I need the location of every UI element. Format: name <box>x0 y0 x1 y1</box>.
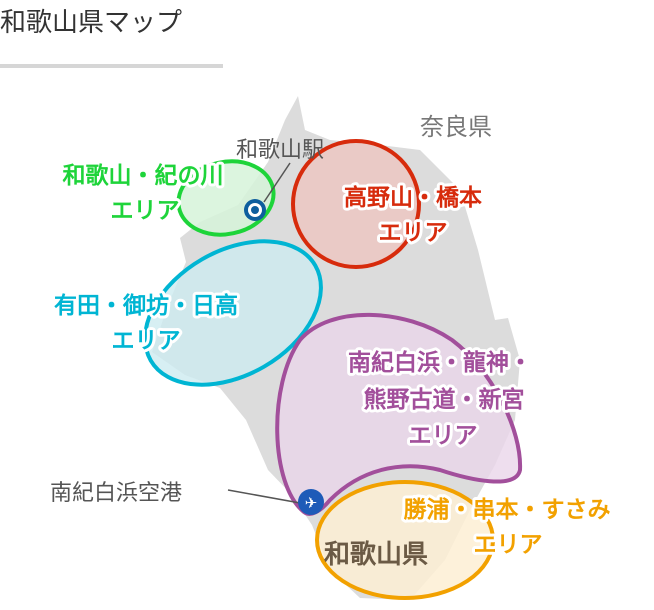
page-title: 和歌山県マップ <box>0 8 183 38</box>
neighbor-prefecture-label: 奈良県 <box>420 113 492 141</box>
area-label[interactable]: 有田・御坊・日高 <box>51 289 241 322</box>
area-label[interactable]: 熊野古道・新宮 <box>361 383 528 416</box>
area-label[interactable]: エリア <box>376 217 451 249</box>
airplane-icon[interactable]: ✈ <box>298 489 324 515</box>
airport-leader-line <box>227 489 301 504</box>
area-arida-gobo-hidaka[interactable] <box>120 212 347 414</box>
area-label[interactable]: 南紀白浜・龍神・ <box>345 346 535 379</box>
area-koyasan-hashimoto[interactable] <box>291 139 421 269</box>
airport-label: 南紀白浜空港 <box>50 481 182 506</box>
station-label: 和歌山駅 <box>236 138 324 163</box>
station-leader-line <box>263 162 291 203</box>
area-label[interactable]: 和歌山・紀の川 <box>60 159 227 192</box>
area-katsuura-kushimoto-susami[interactable] <box>315 480 495 600</box>
area-label[interactable]: 高野山・橋本 <box>341 181 485 214</box>
area-label[interactable]: エリア <box>471 529 546 561</box>
area-label[interactable]: エリア <box>109 325 184 357</box>
area-label[interactable]: エリア <box>406 420 481 452</box>
area-label[interactable]: エリア <box>108 195 183 227</box>
station-marker-icon[interactable] <box>244 199 266 221</box>
svg-text:✈: ✈ <box>305 494 318 512</box>
prefecture-label: 和歌山県 <box>324 540 428 570</box>
title-divider <box>0 64 223 68</box>
area-label[interactable]: 勝浦・串本・すさみ <box>401 493 614 526</box>
area-nanki-shirahama[interactable] <box>275 312 523 516</box>
